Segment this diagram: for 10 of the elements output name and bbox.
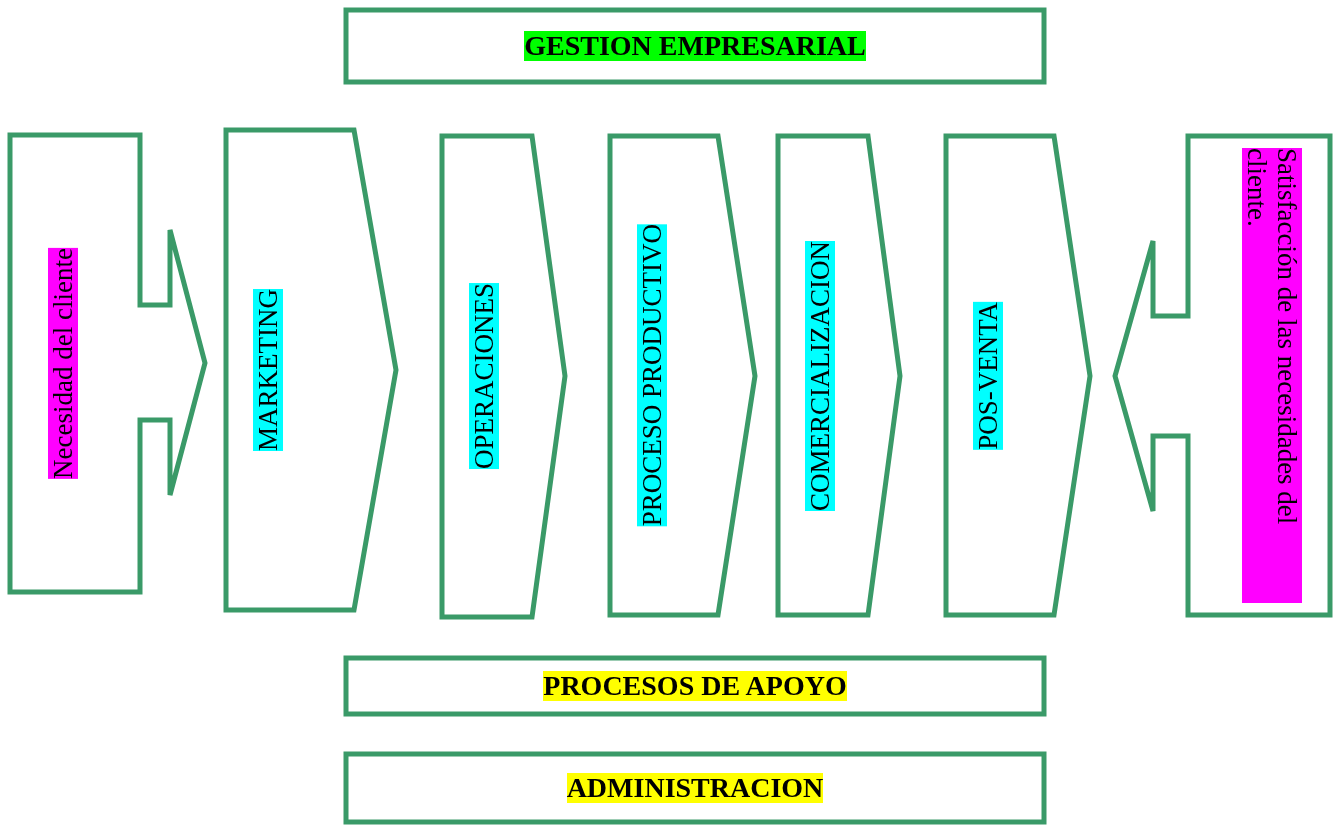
step-label: Satisfacción de las necesidades del cliente. bbox=[1242, 148, 1302, 603]
step-label: Necesidad del cliente bbox=[48, 248, 78, 479]
step-label: COMERCIALIZACION bbox=[805, 240, 835, 511]
step-label: ADMINISTRACION bbox=[566, 773, 824, 803]
step-label: MARKETING bbox=[253, 289, 283, 451]
step-label: GESTION EMPRESARIAL bbox=[524, 31, 866, 61]
step-label: OPERACIONES bbox=[469, 283, 499, 470]
step-label: POS-VENTA bbox=[973, 301, 1003, 450]
step-label: PROCESO PRODUCTIVO bbox=[637, 224, 667, 527]
step-label: PROCESOS DE APOYO bbox=[543, 671, 847, 701]
